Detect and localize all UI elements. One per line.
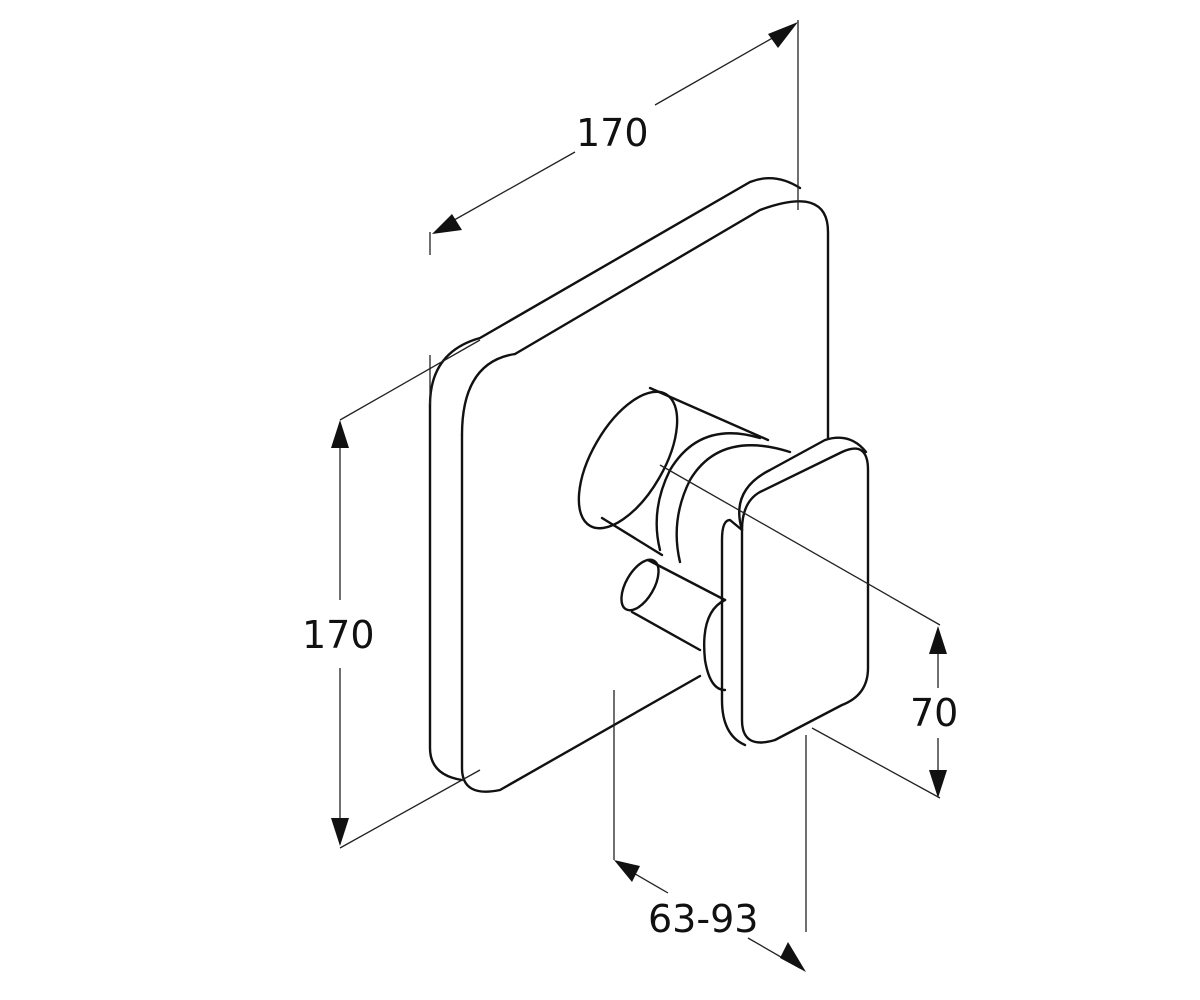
- arrow-head: [780, 942, 806, 972]
- dim-label-handle-height: 70: [910, 691, 958, 735]
- dimension-arrows: [331, 22, 947, 972]
- dim-label-plate-width: 170: [576, 111, 649, 155]
- lever-handle: [720, 436, 870, 747]
- mixer-stem: [620, 558, 727, 692]
- dim-label-plate-height: 170: [302, 613, 375, 657]
- arrow-head: [432, 214, 462, 234]
- cover-plate: [428, 176, 830, 793]
- diverter-knob: [577, 386, 792, 564]
- arrow-head: [614, 860, 640, 882]
- arrow-head: [768, 22, 798, 48]
- arrow-head: [929, 770, 947, 798]
- arrow-head: [929, 626, 947, 654]
- dim-label-projection-range: 63-93: [648, 897, 758, 941]
- arrow-head: [331, 818, 349, 846]
- arrow-head: [331, 420, 349, 448]
